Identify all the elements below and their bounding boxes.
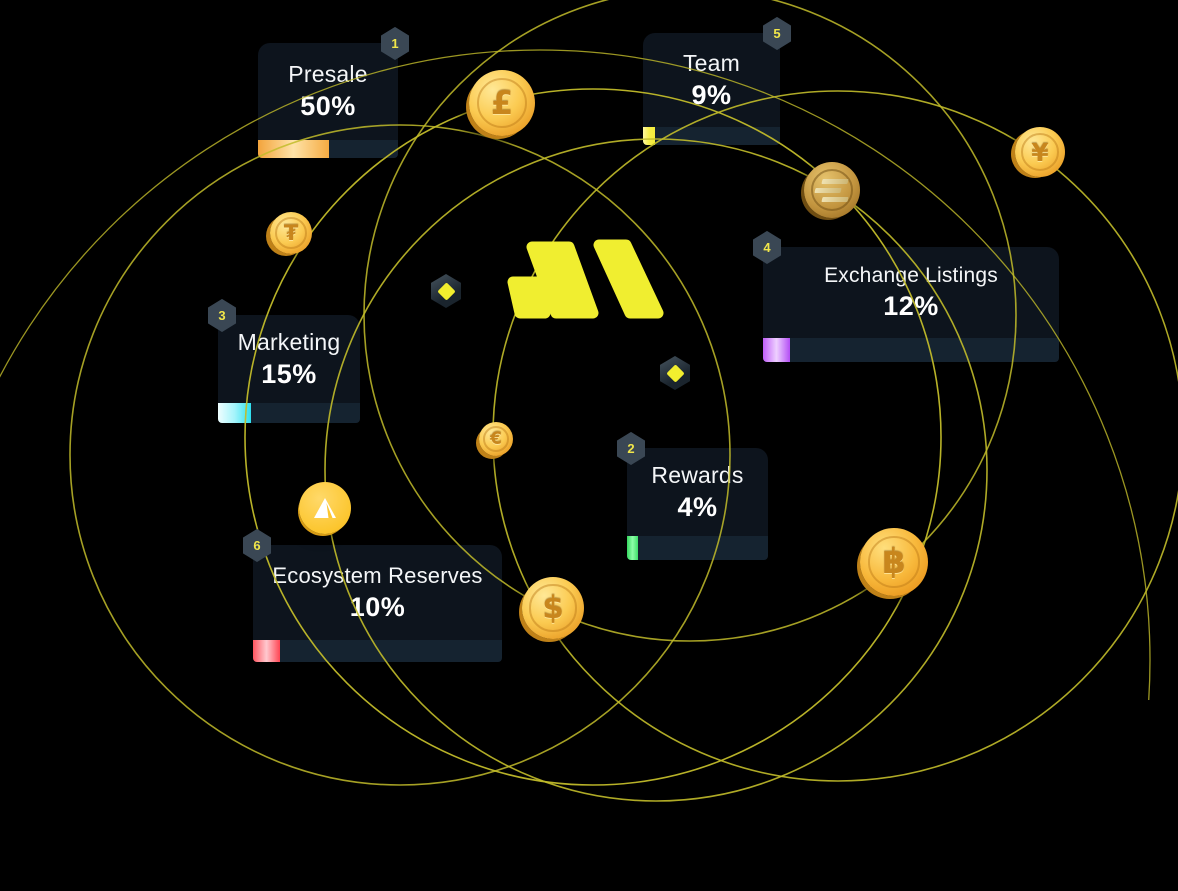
solana-bars [813, 178, 849, 202]
card-body: Team 9% [643, 33, 780, 127]
allocation-progress-fill [218, 403, 251, 423]
allocation-progress-track [627, 536, 768, 560]
badge-number-label: 3 [218, 308, 226, 323]
avalanche-triangle [314, 498, 336, 518]
allocation-progress-fill [253, 640, 281, 662]
allocation-value: 15% [261, 358, 317, 389]
allocation-value: 50% [300, 91, 356, 121]
allocation-card-ecosystem-reserves: 6 Ecosystem Reserves 10% [243, 529, 502, 662]
allocation-label: Presale [288, 61, 368, 87]
allocation-progress-track [258, 140, 398, 158]
card-body: Ecosystem Reserves 10% [253, 545, 502, 640]
diamond-node-icon [431, 274, 461, 308]
badge-number-label: 2 [627, 441, 635, 456]
bitcoin-coin-icon: ฿ [860, 528, 928, 596]
card-body: Rewards 4% [627, 448, 768, 536]
pound-coin-icon: £ [469, 70, 535, 136]
allocation-card-exchange-listings: 4 Exchange Listings 12% [753, 231, 1059, 362]
tether-symbol: ₮ [283, 221, 299, 245]
avalanche-coin-icon [299, 482, 351, 534]
solana-coin-icon [804, 162, 860, 218]
allocation-progress-track [253, 640, 502, 662]
allocation-card-rewards: 2 Rewards 4% [617, 432, 768, 560]
dollar-symbol: $ [542, 590, 564, 626]
tether-coin-icon: ₮ [270, 212, 312, 254]
allocation-label: Exchange Listings [824, 263, 998, 287]
allocation-progress-track [643, 127, 780, 145]
badge-number-label: 4 [763, 240, 771, 255]
allocation-progress-track [763, 338, 1059, 362]
card-body: Presale 50% [258, 43, 398, 140]
allocation-value: 9% [691, 79, 732, 110]
m-mark-logo [507, 239, 664, 319]
euro-coin-icon: € [479, 422, 513, 456]
allocation-label: Ecosystem Reserves [272, 562, 483, 588]
allocation-value: 4% [677, 491, 718, 522]
allocation-value: 10% [349, 591, 406, 622]
badge-number-label: 1 [391, 36, 399, 51]
allocation-progress-fill [643, 127, 656, 145]
allocation-card-team: 5 Team 9% [643, 17, 791, 145]
euro-symbol: € [490, 429, 502, 449]
allocation-card-marketing: 3 Marketing 15% [208, 299, 360, 423]
allocation-value: 12% [883, 290, 939, 321]
allocation-label: Marketing [237, 328, 341, 355]
yen-coin-icon: ¥ [1015, 127, 1065, 177]
badge-number-label: 5 [773, 26, 781, 41]
allocation-label: Rewards [651, 461, 744, 488]
allocation-progress-fill [763, 338, 790, 362]
dollar-coin-icon: $ [522, 577, 584, 639]
allocation-progress-fill [627, 536, 639, 560]
diamond-node-icon [660, 356, 690, 390]
badge-number-label: 6 [253, 538, 261, 553]
card-body: Exchange Listings 12% [763, 247, 1059, 338]
allocation-label: Team [682, 49, 741, 76]
yen-symbol: ¥ [1031, 137, 1049, 167]
allocation-progress-fill [258, 140, 330, 158]
allocation-progress-track [218, 403, 360, 423]
card-body: Marketing 15% [218, 315, 360, 403]
pound-symbol: £ [490, 84, 514, 122]
bitcoin-symbol: ฿ [882, 542, 906, 582]
allocation-card-presale: 1 Presale 50% [258, 27, 409, 158]
